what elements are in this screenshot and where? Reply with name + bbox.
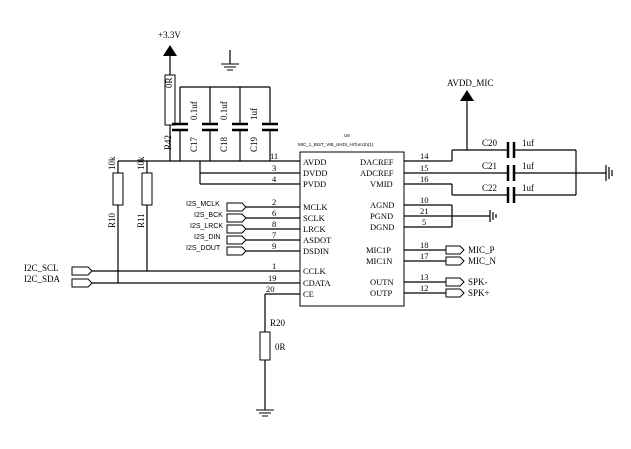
right-wires: MIC_P MIC_N SPK- SPK+ [404, 160, 508, 298]
pin-ce: CE [303, 289, 314, 299]
c22-ref: C22 [482, 183, 497, 193]
svg-text:11: 11 [270, 151, 278, 161]
svg-text:5: 5 [422, 217, 426, 227]
c20-value: 1uf [522, 138, 534, 148]
chip-ref: U6 [344, 133, 350, 138]
mic-n-label: MIC_N [468, 256, 497, 266]
spk-plus-label: SPK+ [468, 288, 490, 298]
c19-value: 1uf [249, 108, 259, 120]
pin-sclk: SCLK [303, 213, 326, 223]
pin-adcref: ADCREF [360, 168, 394, 178]
pin-mic1p: MIC1P [366, 245, 391, 255]
pin-outp: OUTP [370, 288, 392, 298]
c18-ref: C18 [219, 136, 229, 152]
spk-minus-label: SPK- [468, 277, 488, 287]
chip-part: MIC_1_BIST_VIB_UHDI_HiTurn1h(1) [298, 142, 374, 147]
i2c-scl-label: I2C_SCL [24, 263, 59, 273]
svg-text:2: 2 [272, 197, 276, 207]
r11-value: 10k [136, 156, 146, 170]
ce-r20-branch: R20 0R [256, 293, 300, 417]
c17-value: 0.1uf [189, 101, 199, 120]
pin-dvdd: DVDD [303, 168, 328, 178]
svg-text:6: 6 [272, 208, 276, 218]
i2s-din-label: I2S_DIN [194, 234, 220, 241]
svg-text:9: 9 [272, 241, 276, 251]
c18-value: 0.1uf [219, 101, 229, 120]
supply-wires [118, 160, 300, 185]
r10-value: 10k [107, 156, 117, 170]
resistor-r11 [141, 172, 153, 206]
i2c-sda-label: I2C_SDA [24, 274, 61, 284]
svg-text:15: 15 [420, 163, 429, 173]
codec-ic-u6: U6 MIC_1_BIST_VIB_UHDI_HiTurn1h(1) 11 3 … [266, 133, 429, 307]
pin-dacref: DACREF [360, 157, 394, 167]
vcc-power-symbol: +3.3V [158, 30, 181, 75]
svg-text:4: 4 [272, 174, 277, 184]
pullup-resistors: 10k 10k R10 R11 [107, 156, 153, 271]
i2c-sda-port-icon [71, 278, 93, 288]
pin-outn: OUTN [370, 277, 394, 287]
svg-text:10: 10 [420, 195, 429, 205]
c21-ref: C21 [482, 161, 497, 171]
r11-ref: R11 [136, 213, 146, 228]
svg-text:20: 20 [266, 284, 275, 294]
pin-vmid: VMID [370, 179, 393, 189]
vcc-label: +3.3V [158, 30, 181, 40]
avdd-mic-rail: AVDD_MIC C20 C21 C22 1uf 1uf 1uf [440, 78, 613, 203]
mic-p-label: MIC_P [468, 245, 495, 255]
pin-pgnd: PGND [370, 211, 393, 221]
i2s-dout-label: I2S_DOUT [186, 245, 221, 252]
svg-text:8: 8 [272, 219, 276, 229]
resistor-r42: 0R R42 [163, 74, 176, 161]
svg-text:1: 1 [272, 261, 276, 271]
pin-lrck: LRCK [303, 224, 327, 234]
c17-ref: C17 [189, 136, 199, 152]
pin-dsdin: DSDIN [303, 246, 329, 256]
svg-text:18: 18 [420, 240, 429, 250]
resistor-r20 [259, 331, 271, 361]
svg-text:21: 21 [420, 206, 429, 216]
decoupling-capacitors: 0.1uf 0.1uf 1uf C17 C18 C19 [172, 50, 278, 161]
resistor-r10 [112, 172, 124, 206]
svg-text:3: 3 [272, 163, 276, 173]
pin-agnd: AGND [370, 200, 395, 210]
pin-asdot: ASDOT [303, 235, 332, 245]
pin-avdd: AVDD [303, 157, 326, 167]
svg-text:19: 19 [268, 273, 277, 283]
pin-mclk: MCLK [303, 202, 328, 212]
pin-cclk: CCLK [303, 266, 327, 276]
power-arrow-icon [163, 45, 177, 56]
c19-ref: C19 [249, 136, 259, 152]
svg-text:14: 14 [420, 151, 429, 161]
i2c-scl-port-icon [71, 266, 93, 276]
i2c-bus: I2C_SCL I2C_SDA [24, 263, 300, 288]
svg-text:12: 12 [420, 283, 429, 293]
pin-mic1n: MIC1N [366, 256, 392, 266]
i2s-bus: I2S_MCLK I2S_BCK I2S_LRCK I2S_DIN I2S_DO… [186, 201, 300, 256]
pin-cdata: CDATA [303, 278, 332, 288]
svg-text:7: 7 [272, 230, 276, 240]
r42-ref: R42 [163, 135, 173, 150]
svg-text:17: 17 [420, 251, 429, 261]
c21-value: 1uf [522, 161, 534, 171]
r20-value: 0R [275, 342, 286, 352]
avdd-mic-arrow-icon [460, 90, 474, 101]
svg-text:13: 13 [420, 272, 429, 282]
r42-value: 0R [164, 77, 174, 88]
c20-ref: C20 [482, 138, 498, 148]
pin-dgnd: DGND [370, 222, 395, 232]
svg-text:16: 16 [420, 174, 429, 184]
pin-pvdd: PVDD [303, 179, 326, 189]
c22-value: 1uf [522, 183, 534, 193]
avdd-mic-label: AVDD_MIC [447, 78, 493, 88]
i2s-bck-label: I2S_BCK [194, 212, 223, 219]
r20-ref: R20 [270, 318, 286, 328]
r10-ref: R10 [107, 212, 117, 228]
i2s-mclk-label: I2S_MCLK [186, 201, 220, 208]
i2s-lrck-label: I2S_LRCK [190, 223, 223, 230]
